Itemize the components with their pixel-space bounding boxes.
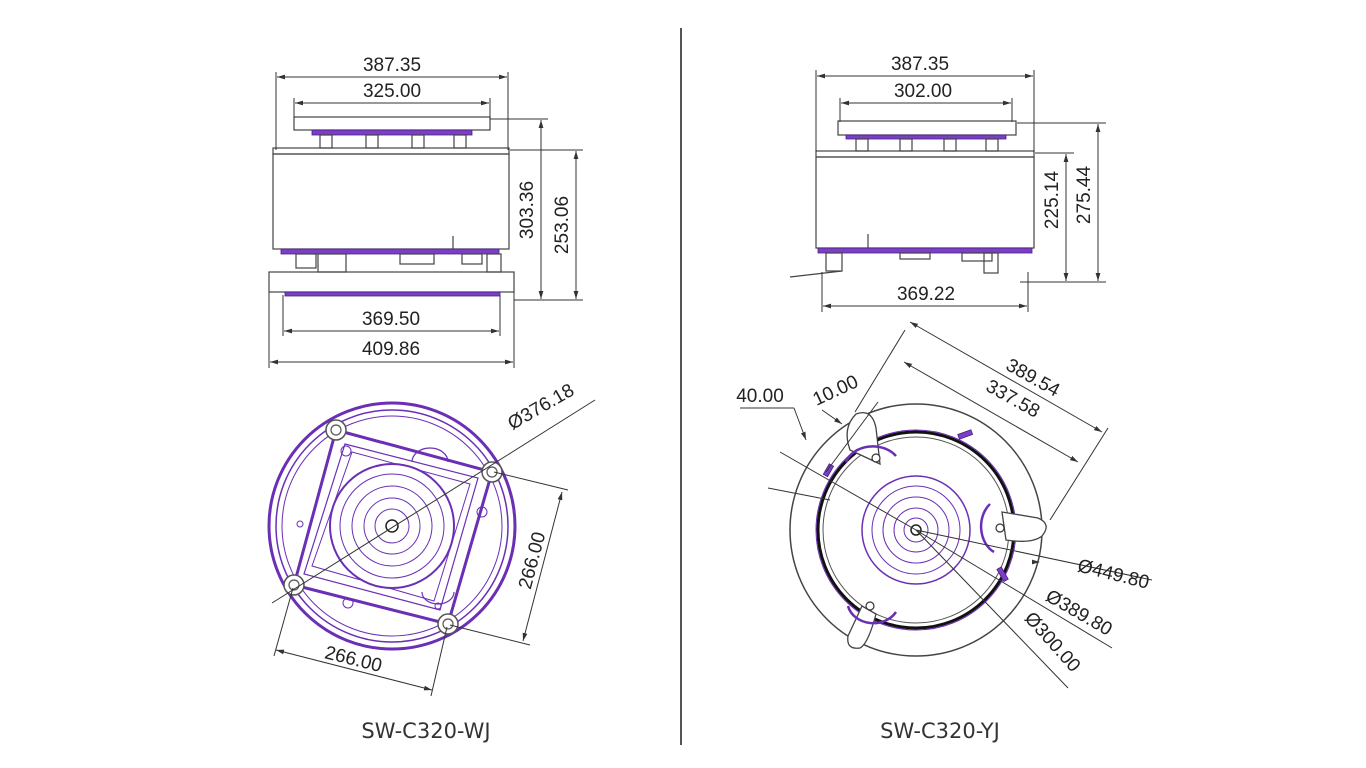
dim-left-base-inner: 369.50	[362, 309, 420, 330]
dim-right-overall-width: 387.35	[891, 54, 949, 75]
dim-right-base-width: 369.22	[897, 284, 955, 305]
dim-right-slot-length: 40.00	[736, 386, 784, 407]
dim-left-diameter: Ø376.18	[504, 380, 578, 435]
dim-left-top-width: 325.00	[363, 81, 421, 102]
dim-left-base-outer: 409.86	[362, 339, 420, 360]
slot-bottom	[846, 601, 898, 649]
dim-left-height-inner: 303.36	[517, 181, 538, 239]
right-model-label: SW-C320-YJ	[880, 719, 1000, 743]
dim-left-overall-width: 387.35	[363, 55, 421, 76]
dim-right-top-width: 302.00	[894, 81, 952, 102]
slot-right	[979, 503, 1047, 554]
dim-left-height-outer: 253.06	[552, 196, 573, 254]
dim-right-height-inner: 225.14	[1042, 171, 1063, 230]
dim-left-span-vertical: 266.00	[515, 530, 550, 592]
right-top-view: 40.00 10.00 389.54 337.58 Ø449.80 Ø389.8…	[736, 321, 1153, 689]
dim-right-height-outer: 275.44	[1074, 166, 1095, 225]
right-side-view: 387.35 302.00 225.14 275.44 369.22	[789, 54, 1106, 312]
left-top-view: Ø376.18 266.00 266.00	[267, 380, 596, 697]
left-side-view: 387.35 325.00 303.36 253.06 369.50 409.8…	[268, 55, 583, 368]
dim-right-slot-width: 10.00	[810, 371, 862, 410]
left-model-label: SW-C320-WJ	[361, 719, 490, 743]
slot-top-left	[844, 411, 897, 466]
dim-right-dia-outer: Ø449.80	[1075, 556, 1151, 594]
